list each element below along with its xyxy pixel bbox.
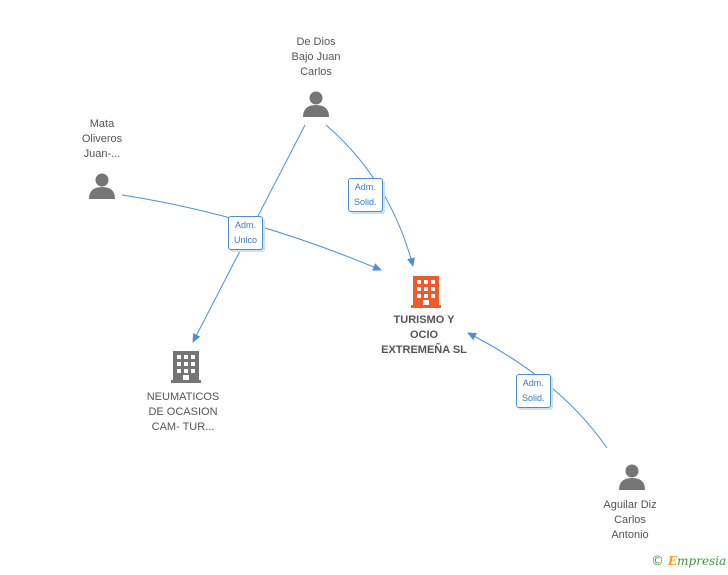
node-label-neumaticos[interactable]: NEUMATICOS DE OCASION CAM- TUR... [146, 391, 220, 433]
brand-footer: © Empresia [651, 554, 726, 569]
edge-label-adm-solid[interactable]: Adm. Solid. [348, 178, 383, 212]
node-label-aguilar[interactable]: Aguilar Diz Carlos Antonio [603, 499, 657, 541]
copyright-symbol: © [651, 554, 664, 569]
person-icon[interactable] [303, 91, 329, 118]
person-icon[interactable] [619, 464, 645, 491]
node-label-turismo[interactable]: TURISMO Y OCIO EXTREMEÑA SL [381, 314, 467, 356]
brand-name: mpresia [677, 554, 727, 568]
brand-initial: E [668, 554, 678, 568]
edge-label-adm-solid[interactable]: Adm. Solid. [516, 374, 551, 408]
node-label-dedios[interactable]: De Dios Bajo Juan Carlos [291, 36, 341, 78]
edge-label-adm-unico[interactable]: Adm. Unico [228, 216, 264, 250]
building-icon[interactable] [411, 276, 441, 308]
node-label-mata[interactable]: Mata Oliveros Juan-... [81, 118, 123, 160]
person-icon[interactable] [89, 173, 115, 200]
building-icon[interactable] [171, 351, 201, 383]
